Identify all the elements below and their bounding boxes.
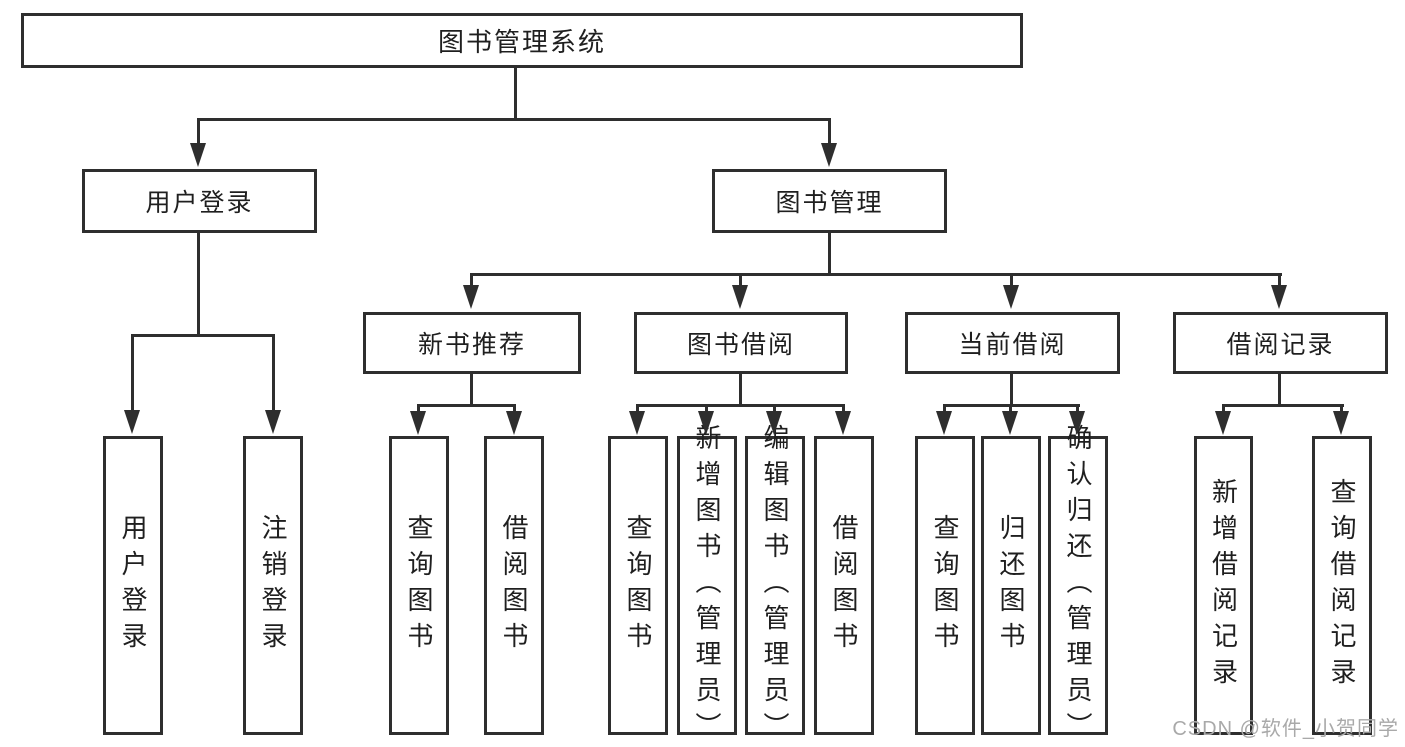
leaf-borrow-books-borrow: 借阅图书 bbox=[814, 436, 874, 735]
arrowhead-leaf-query-borrow-record bbox=[1333, 411, 1349, 435]
node-book-management: 图书管理 bbox=[712, 169, 947, 233]
leaf-add-borrow-record: 新增借阅记录 bbox=[1194, 436, 1253, 735]
connector-to-current-borrow bbox=[1010, 273, 1013, 287]
node-user-login: 用户登录 bbox=[82, 169, 317, 233]
arrowhead-leaf-add-book-admin bbox=[698, 411, 714, 435]
connector-to-leaf-confirm-return bbox=[1076, 404, 1079, 414]
node-borrow-records: 借阅记录 bbox=[1173, 312, 1388, 374]
connector-to-leaf-query-books-borrow bbox=[636, 404, 639, 414]
arrowhead-book-borrow bbox=[732, 285, 748, 309]
connector-user-login-branch bbox=[131, 334, 275, 337]
arrowhead-leaf-borrow-books-recommend bbox=[506, 411, 522, 435]
leaf-query-borrow-record: 查询借阅记录 bbox=[1312, 436, 1372, 735]
connector-new-book-recommend-branch bbox=[417, 404, 516, 407]
arrowhead-borrow-records bbox=[1271, 285, 1287, 309]
connector-to-leaf-query-books-recommend bbox=[417, 404, 420, 414]
arrowhead-leaf-borrow-books-borrow bbox=[835, 411, 851, 435]
connector-current-borrow-stem bbox=[1010, 374, 1013, 406]
connector-to-leaf-add-book-admin bbox=[705, 404, 708, 414]
connector-new-book-recommend-stem bbox=[470, 374, 473, 406]
leaf-query-books-recommend: 查询图书 bbox=[389, 436, 449, 735]
leaf-user-login: 用户登录 bbox=[103, 436, 163, 735]
connector-to-new-book-recommend bbox=[470, 273, 473, 287]
leaf-logout: 注销登录 bbox=[243, 436, 303, 735]
connector-to-leaf-query-borrow-record bbox=[1340, 404, 1343, 414]
node-book-borrow: 图书借阅 bbox=[634, 312, 848, 374]
connector-root-branch bbox=[197, 118, 831, 121]
arrowhead-leaf-user-login bbox=[124, 410, 140, 434]
node-new-book-recommend: 新书推荐 bbox=[363, 312, 581, 374]
connector-to-leaf-logout bbox=[272, 334, 275, 412]
connector-to-leaf-edit-book-admin bbox=[773, 404, 776, 414]
arrowhead-leaf-return-book bbox=[1002, 411, 1018, 435]
arrowhead-leaf-logout bbox=[265, 410, 281, 434]
arrowhead-leaf-edit-book-admin bbox=[766, 411, 782, 435]
arrowhead-user-login bbox=[190, 143, 206, 167]
connector-to-book-borrow bbox=[739, 273, 742, 287]
connector-to-leaf-user-login bbox=[131, 334, 134, 412]
connector-to-borrow-records bbox=[1278, 273, 1281, 287]
connector-book-borrow-branch bbox=[636, 404, 845, 407]
leaf-query-books-current: 查询图书 bbox=[915, 436, 975, 735]
connector-to-leaf-query-books-current bbox=[943, 404, 946, 414]
connector-borrow-records-stem bbox=[1278, 374, 1281, 406]
leaf-confirm-return-admin: 确认归还（管理员） bbox=[1048, 424, 1108, 747]
connector-book-management-branch bbox=[470, 273, 1282, 276]
arrowhead-leaf-query-books-current bbox=[936, 411, 952, 435]
leaf-edit-book-admin: 编辑图书（管理员） bbox=[745, 424, 805, 747]
arrowhead-leaf-confirm-return bbox=[1069, 411, 1085, 435]
arrowhead-current-borrow bbox=[1003, 285, 1019, 309]
arrowhead-leaf-query-books-borrow bbox=[629, 411, 645, 435]
node-current-borrow: 当前借阅 bbox=[905, 312, 1120, 374]
connector-root-stem bbox=[514, 68, 517, 120]
leaf-query-books-borrow: 查询图书 bbox=[608, 436, 668, 735]
node-library-management-system: 图书管理系统 bbox=[21, 13, 1023, 68]
connector-to-leaf-add-borrow-record bbox=[1222, 404, 1225, 414]
connector-to-leaf-return-book bbox=[1009, 404, 1012, 414]
connector-root-to-user-login bbox=[197, 118, 200, 146]
arrowhead-book-management bbox=[821, 143, 837, 167]
arrowhead-new-book-recommend bbox=[463, 285, 479, 309]
connector-user-login-stem bbox=[197, 233, 200, 336]
connector-to-leaf-borrow-books-borrow bbox=[842, 404, 845, 414]
arrowhead-leaf-add-borrow-record bbox=[1215, 411, 1231, 435]
connector-borrow-records-branch bbox=[1222, 404, 1344, 407]
connector-to-leaf-borrow-books-recommend bbox=[513, 404, 516, 414]
leaf-borrow-books-recommend: 借阅图书 bbox=[484, 436, 544, 735]
connector-book-borrow-stem bbox=[739, 374, 742, 406]
leaf-return-book: 归还图书 bbox=[981, 436, 1041, 735]
connector-root-to-book-management bbox=[828, 118, 831, 146]
leaf-add-book-admin: 新增图书（管理员） bbox=[677, 424, 737, 747]
arrowhead-leaf-query-books-recommend bbox=[410, 411, 426, 435]
connector-book-management-stem bbox=[828, 233, 831, 276]
csdn-watermark: CSDN @软件_小贺同学 bbox=[1172, 718, 1399, 740]
